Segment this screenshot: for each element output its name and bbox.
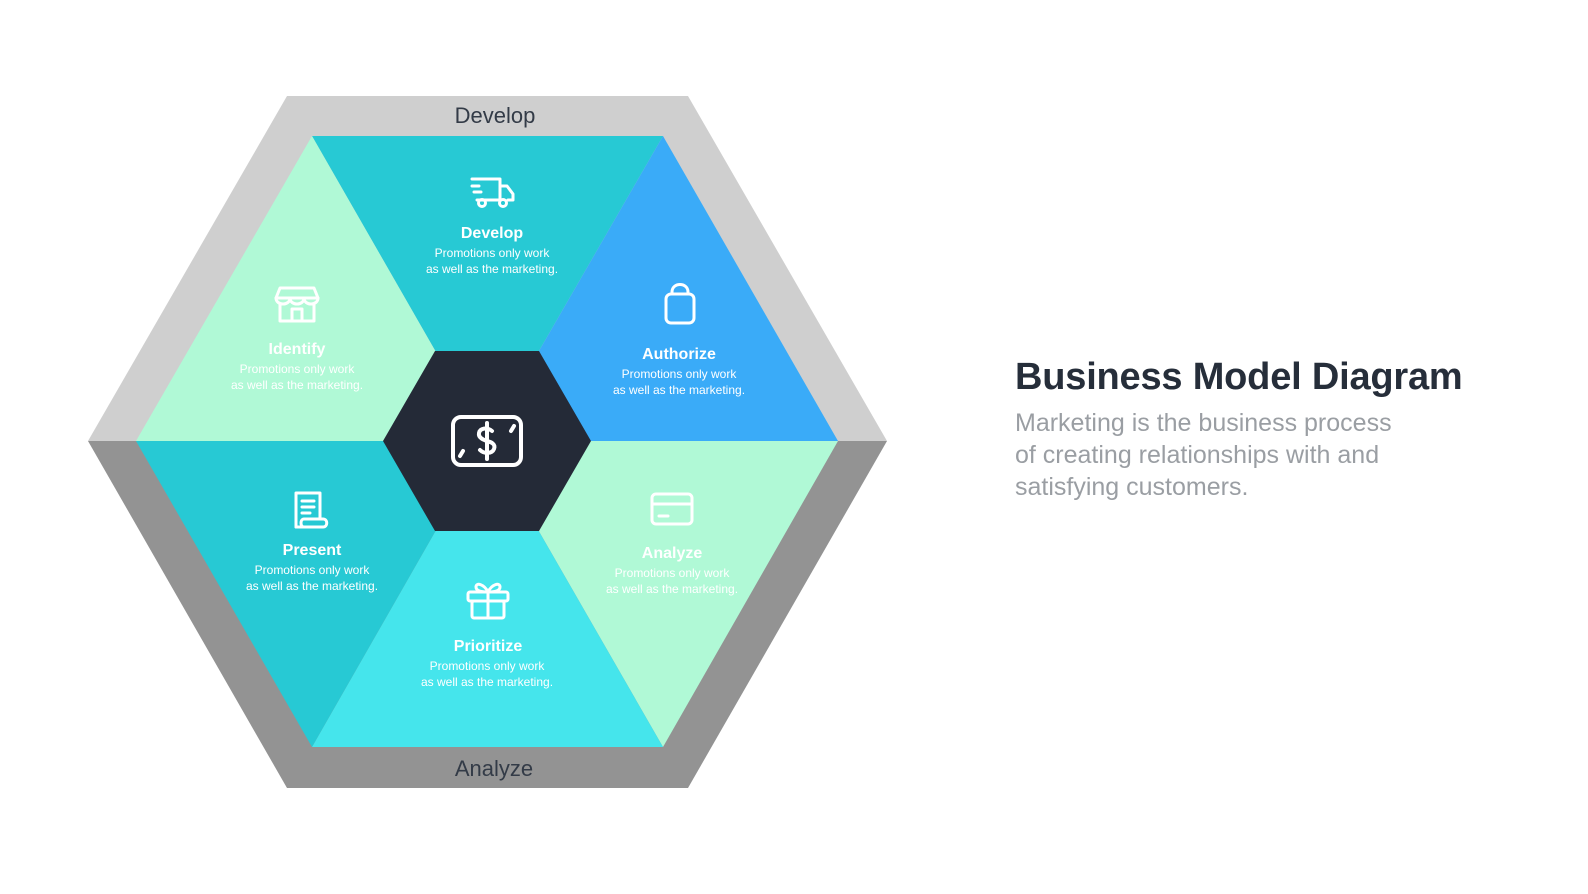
- side-text-block: Business Model Diagram Marketing is the …: [1015, 356, 1555, 503]
- credit-card-icon: [650, 492, 694, 526]
- segment-develop-desc-line1: Promotions only work: [435, 246, 551, 260]
- segment-prioritize-desc-line2: as well as the marketing.: [421, 675, 553, 689]
- segment-authorize-desc-line1: Promotions only work: [622, 367, 738, 381]
- storefront-icon: [274, 286, 320, 323]
- segment-identify-desc-line1: Promotions only work: [240, 362, 356, 376]
- segment-develop-desc-line2: as well as the marketing.: [426, 262, 558, 276]
- segment-develop-title: Develop: [461, 225, 523, 242]
- slide-description: Marketing is the business process of cre…: [1015, 409, 1392, 501]
- frame-bottom-label: Analyze: [455, 756, 533, 781]
- gift-icon: [466, 582, 510, 620]
- frame-top-label: Develop: [455, 103, 536, 128]
- segment-present-desc-line2: as well as the marketing.: [246, 579, 378, 593]
- segment-authorize[interactable]: [487, 136, 838, 441]
- receipt-icon: [294, 491, 329, 529]
- segment-analyze-desc-line1: Promotions only work: [615, 566, 731, 580]
- segment-identify-desc-line2: as well as the marketing.: [231, 378, 363, 392]
- segment-identify-title: Identify: [269, 341, 326, 358]
- shopping-bag-icon: [664, 283, 696, 325]
- segment-present-desc-line1: Promotions only work: [255, 563, 371, 577]
- segment-authorize-title: Authorize: [642, 346, 716, 363]
- slide-title: Business Model Diagram: [1015, 356, 1463, 398]
- segment-analyze[interactable]: [487, 441, 838, 747]
- segment-present-title: Present: [283, 542, 342, 559]
- segment-analyze-desc-line2: as well as the marketing.: [606, 582, 738, 596]
- segment-prioritize-desc-line1: Promotions only work: [430, 659, 546, 673]
- segment-develop[interactable]: [312, 136, 663, 441]
- truck-icon: [470, 177, 515, 208]
- segment-prioritize-title: Prioritize: [454, 638, 523, 655]
- segment-authorize-desc-line2: as well as the marketing.: [613, 383, 745, 397]
- segment-present[interactable]: [136, 441, 487, 747]
- dollar-bill-icon: [451, 415, 523, 467]
- segment-analyze-title: Analyze: [642, 545, 703, 562]
